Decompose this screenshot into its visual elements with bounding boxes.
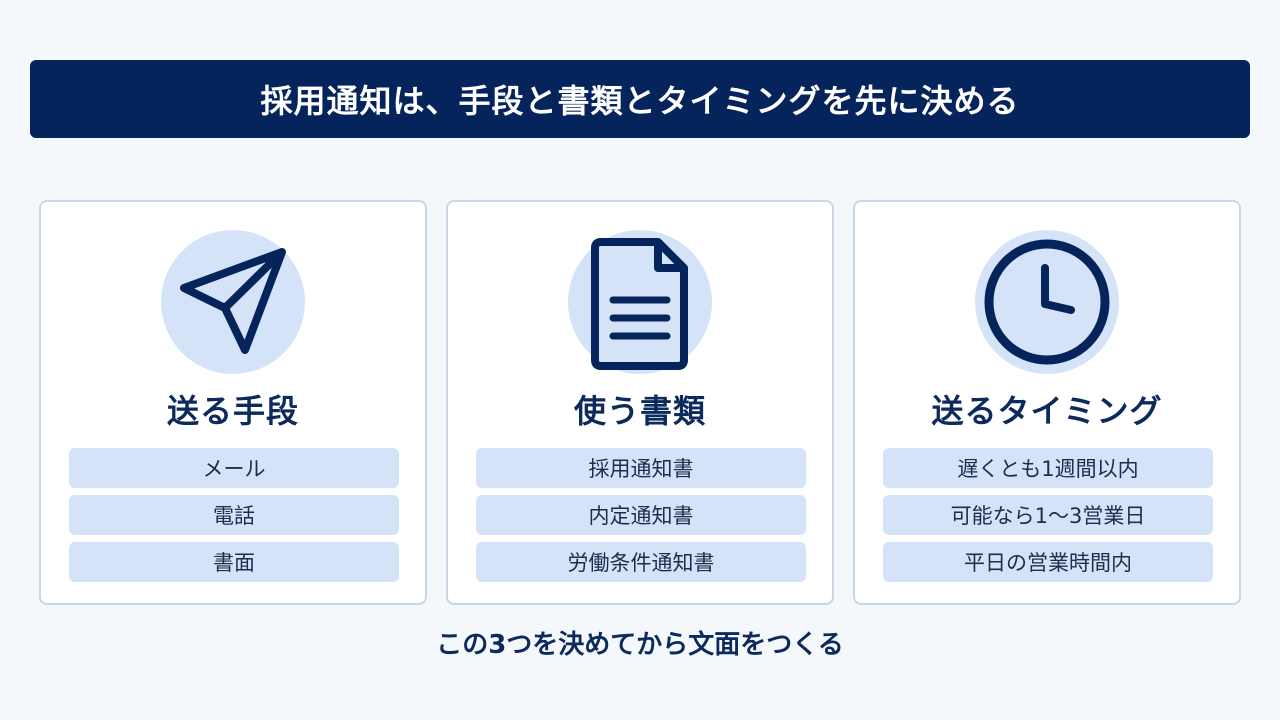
card-title: 使う書類 (573, 392, 706, 430)
card-title: 送る手段 (166, 392, 299, 430)
card-documents: 使う書類 採用通知書 内定通知書 労働条件通知書 (446, 200, 834, 605)
clock-icon (984, 239, 1110, 365)
footer-note: この3つを決めてから文面をつくる (436, 630, 844, 660)
list-item: 労働条件通知書 (476, 542, 806, 582)
list-item: メール (69, 448, 399, 488)
icon-circle (975, 230, 1119, 374)
list-item: 平日の営業時間内 (883, 542, 1213, 582)
card-title: 送るタイミング (931, 392, 1163, 430)
list-item: 内定通知書 (476, 495, 806, 535)
list-item: 遅くとも1週間以内 (883, 448, 1213, 488)
list-item: 可能なら1〜3営業日 (883, 495, 1213, 535)
list-item: 電話 (69, 495, 399, 535)
page-title: 採用通知は、手段と書類とタイミングを先に決める (30, 60, 1250, 138)
card-sending-method: 送る手段 メール 電話 書面 (39, 200, 427, 605)
list-item: 書面 (69, 542, 399, 582)
item-list: 採用通知書 内定通知書 労働条件通知書 (476, 448, 806, 589)
item-list: メール 電話 書面 (69, 448, 399, 589)
icon-circle (568, 230, 712, 374)
paper-plane-icon (180, 248, 286, 354)
icon-circle (161, 230, 305, 374)
document-icon (591, 238, 688, 370)
card-timing: 送るタイミング 遅くとも1週間以内 可能なら1〜3営業日 平日の営業時間内 (853, 200, 1241, 605)
item-list: 遅くとも1週間以内 可能なら1〜3営業日 平日の営業時間内 (883, 448, 1213, 589)
list-item: 採用通知書 (476, 448, 806, 488)
